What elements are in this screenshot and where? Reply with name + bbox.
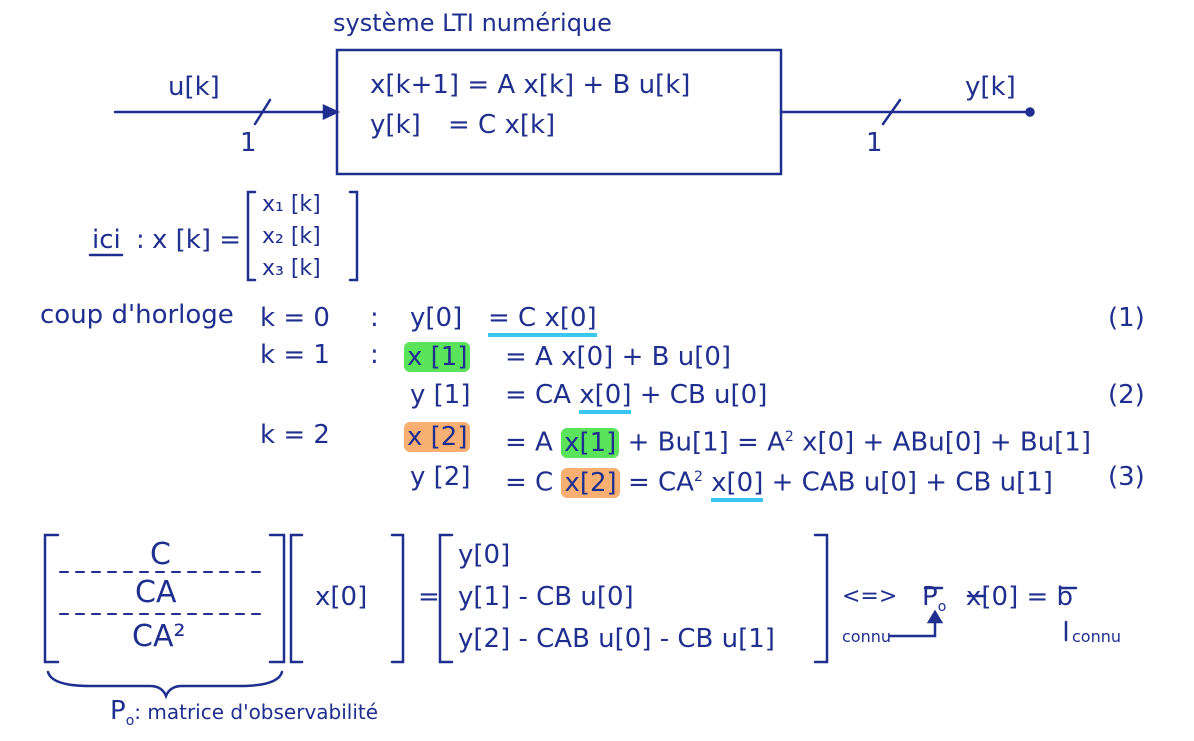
eq3a-rhs-c: + Bu[1] = A xyxy=(619,427,785,458)
connu-left-arrow xyxy=(888,618,937,638)
output-equation-lhs: y[k] xyxy=(370,110,421,140)
eq2a-rhs: = A x[0] + B u[0] xyxy=(505,342,732,372)
output-dot xyxy=(1025,107,1035,117)
clock-label: coup d'horloge xyxy=(40,300,234,330)
rhs-row-1: y[0] xyxy=(458,540,511,570)
ici-colon: : xyxy=(136,225,145,255)
eq2b-rhs: = CA x[0] + CB u[0] xyxy=(505,380,768,414)
matrix-row-ca2: CA² xyxy=(132,619,186,654)
eq3a-rhs-a: = A xyxy=(505,427,562,458)
eq1-number: (1) xyxy=(1108,303,1145,333)
compact-p: Po xyxy=(922,582,946,622)
compact-p-sub: o xyxy=(937,599,947,616)
clock-k0-colon: : xyxy=(370,303,379,333)
connu-left-arrowhead xyxy=(926,609,944,624)
matrix-row-c: C xyxy=(150,537,171,572)
eq3b-rhs-x0: x[0] xyxy=(711,467,764,502)
ici-label: ici xyxy=(92,225,121,255)
vector-bracket-right xyxy=(390,533,405,664)
eq1-rhs: = C x[0] xyxy=(488,303,597,337)
output-label: y[k] xyxy=(965,72,1016,102)
eq3a-rhs-x1: x[1] xyxy=(561,427,620,458)
matrix-equals: = xyxy=(418,582,440,612)
vector-x0: x[0] xyxy=(315,582,368,612)
state-component-2: x₂ [k] xyxy=(262,224,321,249)
matrix-row-ca: CA xyxy=(135,575,177,610)
eq3a-rhs: = A x[1] + Bu[1] = A2 x[0] + ABu[0] + Bu… xyxy=(505,422,1091,458)
input-arrowhead xyxy=(322,104,340,120)
eq3a-rhs-square: 2 xyxy=(784,429,794,445)
eq2-number: (2) xyxy=(1108,380,1145,410)
state-component-3: x₃ [k] xyxy=(262,256,321,281)
rhs-row-2: y[1] - CB u[0] xyxy=(458,582,634,612)
input-label: u[k] xyxy=(168,72,220,102)
input-width-tick xyxy=(253,98,272,126)
underbrace xyxy=(46,670,284,700)
output-width-label: 1 xyxy=(866,128,883,158)
eq3b-rhs-f: + CAB u[0] + CB u[1] xyxy=(763,467,1053,498)
equivalence-sign: <=> xyxy=(842,584,898,609)
eq3a-lhs-highlight: x [2] xyxy=(404,422,471,452)
eq2a-lhs-highlight: x [1] xyxy=(404,342,471,372)
eq3b-rhs-square: 2 xyxy=(693,469,703,485)
rhs-row-3: y[2] - CAB u[0] - CB u[1] xyxy=(458,624,775,654)
eq3a-lhs: x [2] xyxy=(404,422,471,452)
eq3b-lhs: y [2] xyxy=(410,462,471,492)
eq1-lhs: y[0] xyxy=(410,303,463,333)
output-equation-rhs: = C x[k] xyxy=(448,110,556,140)
matrix-bracket-left xyxy=(43,533,60,664)
system-title: système LTI numérique xyxy=(333,9,612,37)
eq3b-rhs: = C x[2] = CA2 x[0] + CAB u[0] + CB u[1] xyxy=(505,462,1053,502)
eq2b-rhs-x0: x[0] xyxy=(579,380,632,414)
eq3b-rhs-c: = CA xyxy=(619,467,694,498)
compact-rest: x[0] = b xyxy=(966,582,1074,612)
eq3b-rhs-d xyxy=(703,468,711,498)
caption-p-sub: o xyxy=(125,713,135,730)
eq3b-rhs-a: = C xyxy=(505,467,562,498)
compact-p-letter: P xyxy=(922,582,938,612)
eq3b-rhs-x2: x[2] xyxy=(561,467,620,498)
matrix-bracket-right xyxy=(268,533,286,664)
eq2b-rhs-a: = CA xyxy=(505,380,580,410)
output-width-tick xyxy=(881,98,902,126)
rhs-bracket-left xyxy=(438,533,454,664)
connu-left: connu xyxy=(842,627,892,646)
vector-bracket-left xyxy=(289,533,304,664)
state-component-1: x₁ [k] xyxy=(262,192,321,217)
eq2a-lhs: x [1] xyxy=(404,342,471,372)
caption-text: : matrice d'observabilité xyxy=(134,700,379,724)
eq3-number: (3) xyxy=(1108,462,1145,492)
input-width-label: 1 xyxy=(240,128,257,158)
clock-k1-colon: : xyxy=(370,340,379,370)
observability-caption: Po: matrice d'observabilité xyxy=(110,696,378,736)
eq2b-lhs: y [1] xyxy=(410,380,471,410)
clock-k0: k = 0 xyxy=(260,303,330,333)
clock-k1: k = 1 xyxy=(260,340,330,370)
state-vector-lhs: x [k] = xyxy=(152,225,242,255)
state-bracket-left xyxy=(246,190,257,282)
caption-p: P xyxy=(110,696,126,726)
connu-right: connu xyxy=(1072,627,1122,646)
state-equation: x[k+1] = A x[k] + B u[k] xyxy=(370,70,691,100)
eq2b-rhs-c: + CB u[0] xyxy=(631,380,768,410)
eq3a-rhs-d: x[0] + ABu[0] + Bu[1] xyxy=(793,427,1091,458)
state-bracket-right xyxy=(348,190,359,282)
eq1-rhs-text: = C x[0] xyxy=(488,303,597,337)
clock-k2: k = 2 xyxy=(260,420,330,450)
rhs-bracket-right xyxy=(813,533,829,664)
